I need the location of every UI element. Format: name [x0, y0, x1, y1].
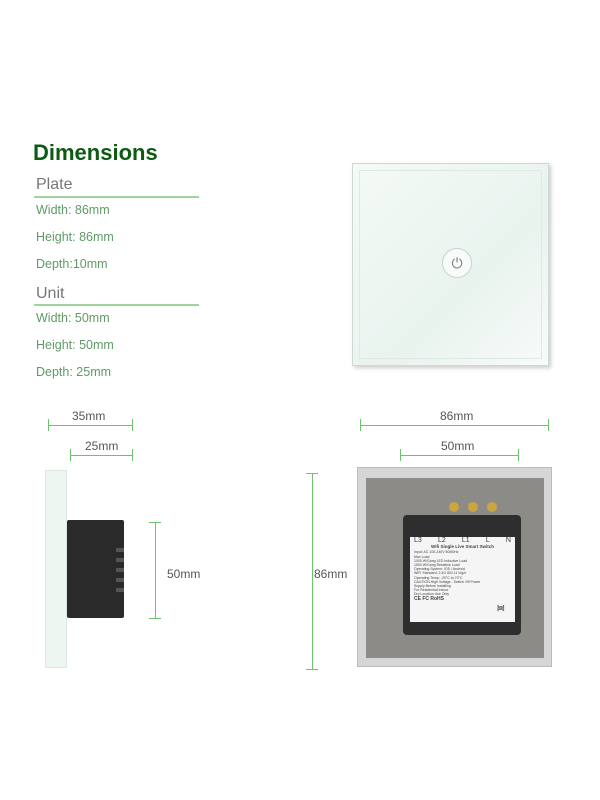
terminal-l3: L3	[414, 537, 422, 544]
label-name: Wifi Single Live Smart Switch	[431, 544, 494, 550]
plate-depth: Depth:10mm	[36, 257, 108, 271]
tick	[306, 669, 318, 670]
dim-front-width: 86mm	[440, 409, 474, 423]
dim-side-height: 50mm	[167, 567, 201, 581]
side-view-body	[67, 520, 124, 618]
tick	[400, 449, 401, 461]
dim-line	[360, 425, 548, 426]
dim-line	[400, 455, 518, 456]
wifi-icon: ᯼	[496, 602, 505, 612]
tick	[48, 419, 49, 431]
terminal-screw	[449, 502, 459, 512]
power-icon: ⏻	[442, 248, 472, 278]
label-line: Operating Temp: -20°C to 70°C	[414, 575, 463, 580]
dim-side-total: 35mm	[72, 409, 106, 423]
tick	[360, 419, 361, 431]
tick	[548, 419, 549, 431]
tick	[306, 473, 318, 474]
tick	[149, 522, 161, 523]
dim-front-height: 86mm	[314, 567, 348, 581]
label-line: Max Load:	[414, 554, 431, 559]
cert-marks: CE FC RoHS	[414, 595, 444, 602]
label-line: For Residential Indoor	[414, 588, 449, 593]
label-line: Supply Before Installing	[414, 584, 451, 589]
label-line: 1000 W/Gang LED Inductive Load	[414, 558, 468, 563]
tick	[518, 449, 519, 461]
terminal-screw	[487, 502, 497, 512]
unit-depth: Depth: 25mm	[36, 365, 112, 379]
dim-unit-width: 50mm	[441, 439, 475, 453]
terminal-n: N	[505, 537, 511, 544]
terminal-screw	[468, 502, 478, 512]
label-line: Dry Location Use Only	[414, 592, 450, 597]
divider	[34, 196, 199, 198]
product-label: L3 L2 L1 L N Wifi Single Live Smart Swit…	[410, 537, 515, 622]
tick	[149, 618, 161, 619]
side-view-plate	[45, 470, 67, 668]
plate-heading: Plate	[36, 176, 73, 193]
dim-side-body: 25mm	[85, 439, 119, 453]
plate-height: Height: 86mm	[36, 230, 114, 244]
dim-line	[70, 455, 132, 456]
page-title: Dimensions	[33, 140, 158, 165]
unit-heading: Unit	[36, 285, 65, 302]
terminal-l1: L1	[461, 537, 470, 544]
terminal-labels: L3 L2 L1 L N	[414, 537, 511, 544]
label-line: Input: AC 100-240V 50/60Hz	[414, 550, 459, 555]
plate-width: Width: 86mm	[36, 203, 110, 217]
tick	[70, 449, 71, 461]
tick	[132, 419, 133, 431]
terminal-l2: L2	[437, 537, 446, 544]
dim-line	[312, 473, 313, 669]
unit-height: Height: 50mm	[36, 338, 114, 352]
tick	[132, 449, 133, 461]
label-line: Operating System: IOS / Android	[414, 567, 465, 572]
label-line: CAUTION High Voltage - Switch Off Power	[414, 579, 481, 584]
divider	[34, 304, 199, 306]
terminal-l: L	[485, 537, 490, 544]
dim-line	[155, 522, 156, 618]
label-line: 1500 W/Gang Resistive Load	[414, 563, 460, 568]
dim-line	[48, 425, 132, 426]
unit-width: Width: 50mm	[36, 311, 110, 325]
label-line: WIFI Standard: 2.4G 802.11 b/g/n	[414, 571, 467, 576]
